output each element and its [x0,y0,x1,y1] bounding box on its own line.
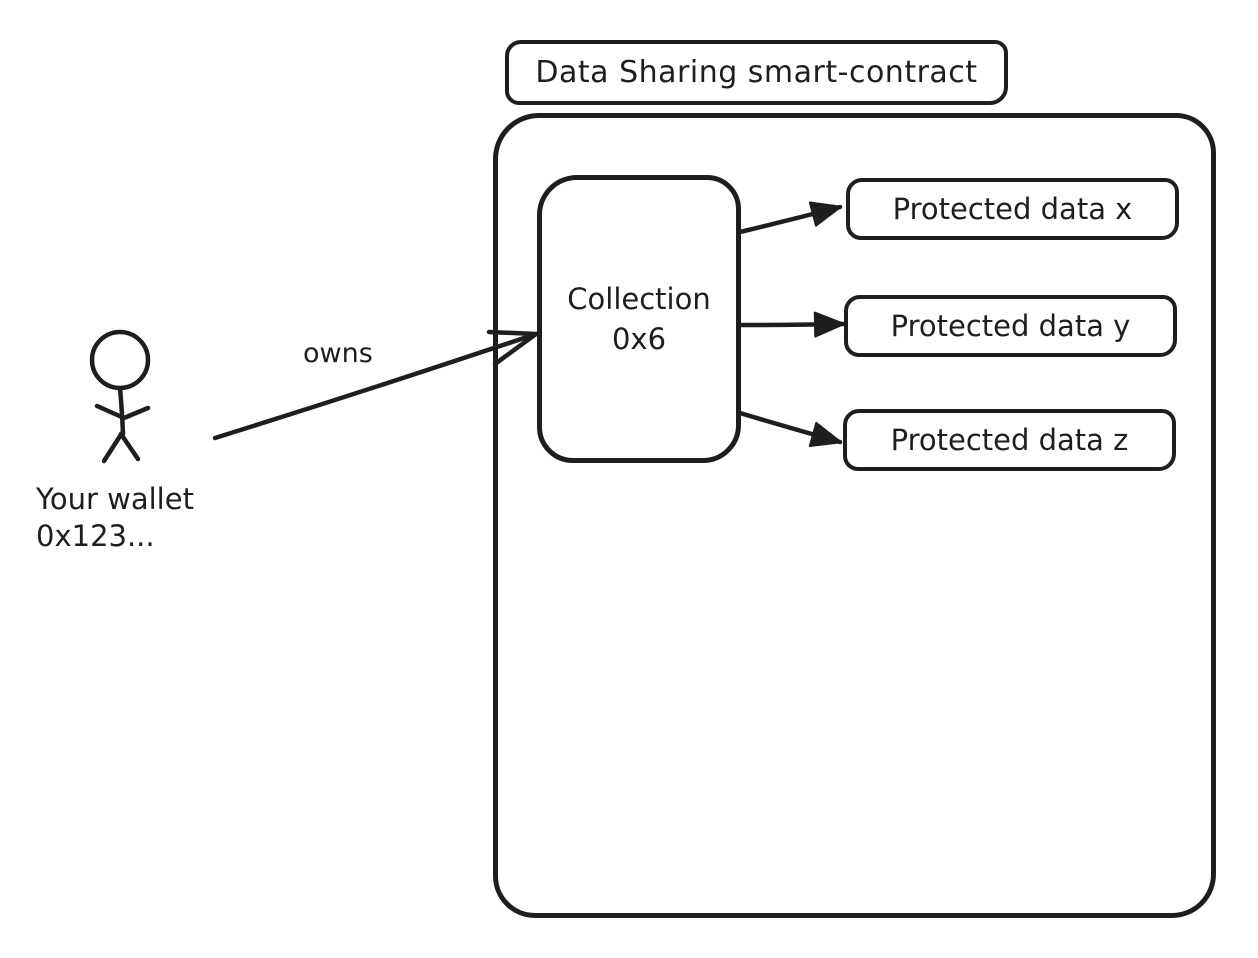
owns-arrow-label: owns [303,338,373,369]
title-box: Data Sharing smart-contract [505,40,1008,105]
protected-data-x-label: Protected data x [892,192,1133,226]
protected-data-y-box: Protected data y [844,295,1177,357]
protected-data-z-label: Protected data z [890,423,1129,457]
collection-label-line1: Collection [567,282,711,316]
protected-data-y-label: Protected data y [890,309,1131,343]
person-icon [89,329,151,464]
title-label: Data Sharing smart-contract [535,55,978,90]
collection-box: Collection 0x6 [537,175,741,463]
protected-data-z-box: Protected data z [843,409,1176,471]
owns-arrow [212,329,543,441]
collection-label-line2: 0x6 [611,322,667,356]
wallet-actor-label-line2: 0x123... [36,519,155,553]
wallet-actor-label: Your wallet 0x123... [36,481,194,555]
wallet-actor-label-line1: Your wallet [36,482,194,516]
protected-data-x-box: Protected data x [846,178,1179,240]
